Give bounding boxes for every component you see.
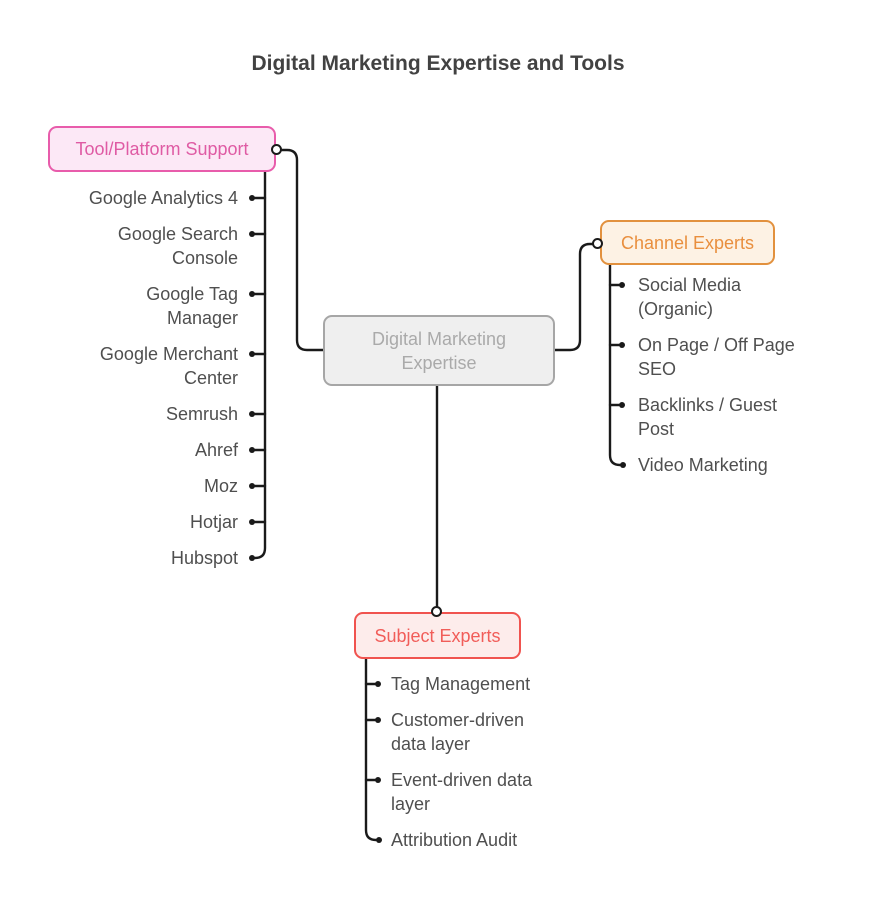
leaf-item: Google Search Console [117, 224, 238, 268]
leaf-dot [249, 555, 255, 561]
trunk-tool-platform [253, 170, 267, 560]
leaf-item: Attribution Audit [391, 830, 518, 850]
leaf-item: Hubspot [170, 548, 238, 568]
leaf-dot [620, 462, 626, 468]
leaf-dot [249, 195, 255, 201]
node-tool-platform-support[interactable]: Tool/Platform Support [48, 126, 276, 172]
leaf-dot [619, 402, 625, 408]
node-subject-experts[interactable]: Subject Experts [354, 612, 521, 659]
node-channel-experts[interactable]: Channel Experts [600, 220, 775, 265]
leaf-dot [249, 291, 255, 297]
node-root[interactable]: Digital Marketing Expertise [323, 315, 555, 386]
leaf-item: Video Marketing [638, 455, 768, 475]
leaf-item: Google Analytics 4 [88, 188, 238, 208]
link-root-to-channel [553, 242, 595, 352]
leaf-item: Tag Management [391, 674, 531, 694]
leaf-dot [249, 231, 255, 237]
leaf-dot [376, 837, 382, 843]
leaf-item: Customer-driven data layer [391, 710, 525, 754]
link-root-to-tool [280, 148, 325, 352]
leaf-item: Google Merchant Center [99, 344, 238, 388]
leaf-dot [249, 483, 255, 489]
leaf-dot [249, 447, 255, 453]
leaf-item: On Page / Off Page SEO [638, 335, 795, 379]
trunk-channel-experts [608, 263, 622, 467]
leaf-item: Hotjar [189, 512, 238, 532]
trunk-subject-experts [364, 657, 378, 842]
leaf-dot [619, 282, 625, 288]
leaf-item: Event-driven data layer [391, 770, 533, 814]
leaf-dot [375, 717, 381, 723]
leaf-dot [249, 411, 255, 417]
leaf-item: Semrush [165, 404, 238, 424]
leaf-dot [249, 519, 255, 525]
leaf-dot [249, 351, 255, 357]
leaf-dot [375, 777, 381, 783]
collapse-handle-channel[interactable] [592, 238, 603, 249]
leaf-item: Google Tag Manager [146, 284, 238, 328]
leaf-dot [619, 342, 625, 348]
diagram-title: Digital Marketing Expertise and Tools [251, 52, 625, 75]
leaf-item: Backlinks / Guest Post [638, 395, 778, 439]
collapse-handle-tool[interactable] [271, 144, 282, 155]
leaf-item: Ahref [194, 440, 238, 460]
leaf-item: Social Media (Organic) [638, 275, 742, 319]
leaf-item: Moz [203, 476, 238, 496]
leaf-dot [375, 681, 381, 687]
collapse-handle-subject[interactable] [431, 606, 442, 617]
